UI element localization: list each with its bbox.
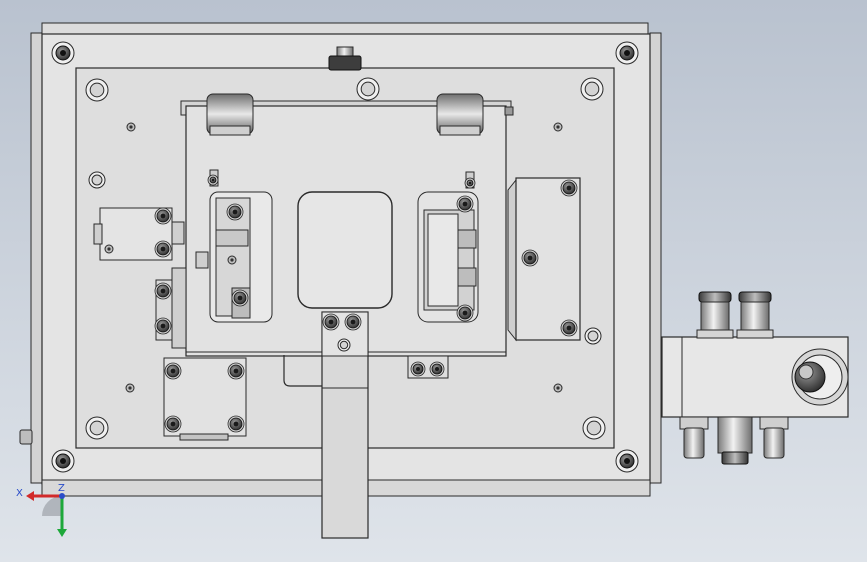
- hex-screw-icon: [164, 415, 182, 433]
- valve-manifold[interactable]: [661, 291, 849, 465]
- hex-screw-icon: [429, 361, 445, 377]
- countersunk-hole-icon: [88, 171, 106, 189]
- dowel-pin-icon: [227, 255, 237, 265]
- countersunk-hole-icon: [85, 78, 109, 102]
- screws: [154, 174, 578, 433]
- hex-screw-icon: [231, 289, 249, 307]
- countersunk-hole-icon: [584, 327, 602, 345]
- hex-screw-icon: [322, 313, 340, 331]
- corner-screw-icon: [615, 41, 639, 65]
- dowel-pin-icon: [553, 383, 563, 393]
- corner-screw-icon: [51, 41, 75, 65]
- hex-screw-icon: [521, 249, 539, 267]
- hex-screw-icon: [464, 177, 476, 189]
- hex-screw-icon: [154, 317, 172, 335]
- hex-screw-icon: [344, 313, 362, 331]
- push-fitting-icon: [759, 416, 789, 459]
- hinge-right[interactable]: [436, 93, 484, 136]
- hex-screw-icon: [560, 179, 578, 197]
- countersunk-hole-icon: [580, 77, 604, 101]
- hex-screw-icon: [226, 203, 244, 221]
- dowel-pin-icon: [553, 122, 563, 132]
- countersunk-hole-icon: [356, 77, 380, 101]
- hex-screw-icon: [560, 319, 578, 337]
- hex-screw-icon: [154, 240, 172, 258]
- hex-screw-icon: [227, 362, 245, 380]
- knob-icon[interactable]: [791, 348, 849, 406]
- push-fitting-icon: [679, 416, 709, 459]
- countersunk-hole-icon: [85, 416, 109, 440]
- hex-screw-icon: [154, 282, 172, 300]
- hex-screw-icon: [456, 304, 474, 322]
- top-clamp[interactable]: [328, 46, 362, 71]
- hex-screw-icon: [456, 195, 474, 213]
- push-fitting-icon: [696, 291, 734, 339]
- z-axis-label: Z: [58, 483, 65, 494]
- hinge-left[interactable]: [206, 93, 254, 136]
- countersunk-hole-icon: [337, 338, 351, 352]
- left-cylinder-block[interactable]: [155, 267, 187, 349]
- hex-screw-icon: [207, 174, 219, 186]
- push-fitting-icon: [736, 291, 774, 339]
- corner-screw-icon: [51, 449, 75, 473]
- countersunk-hole-icon: [582, 416, 606, 440]
- hex-screw-icon: [410, 361, 426, 377]
- hex-screw-icon: [164, 362, 182, 380]
- hex-screw-icon: [227, 415, 245, 433]
- corner-screw-icon: [615, 449, 639, 473]
- hex-screw-icon: [154, 207, 172, 225]
- dowel-pin-icon: [126, 122, 136, 132]
- coordinate-triad: X Z: [16, 483, 67, 537]
- push-fitting-icon: [717, 416, 753, 465]
- right-clamp-pocket[interactable]: [417, 171, 479, 323]
- dowel-pin-icon: [125, 383, 135, 393]
- dowel-pin-icon: [104, 244, 114, 254]
- corner-screws: [51, 41, 639, 473]
- x-axis-label: X: [16, 488, 23, 499]
- right-side-cover[interactable]: [507, 177, 581, 342]
- center-window[interactable]: [297, 191, 393, 309]
